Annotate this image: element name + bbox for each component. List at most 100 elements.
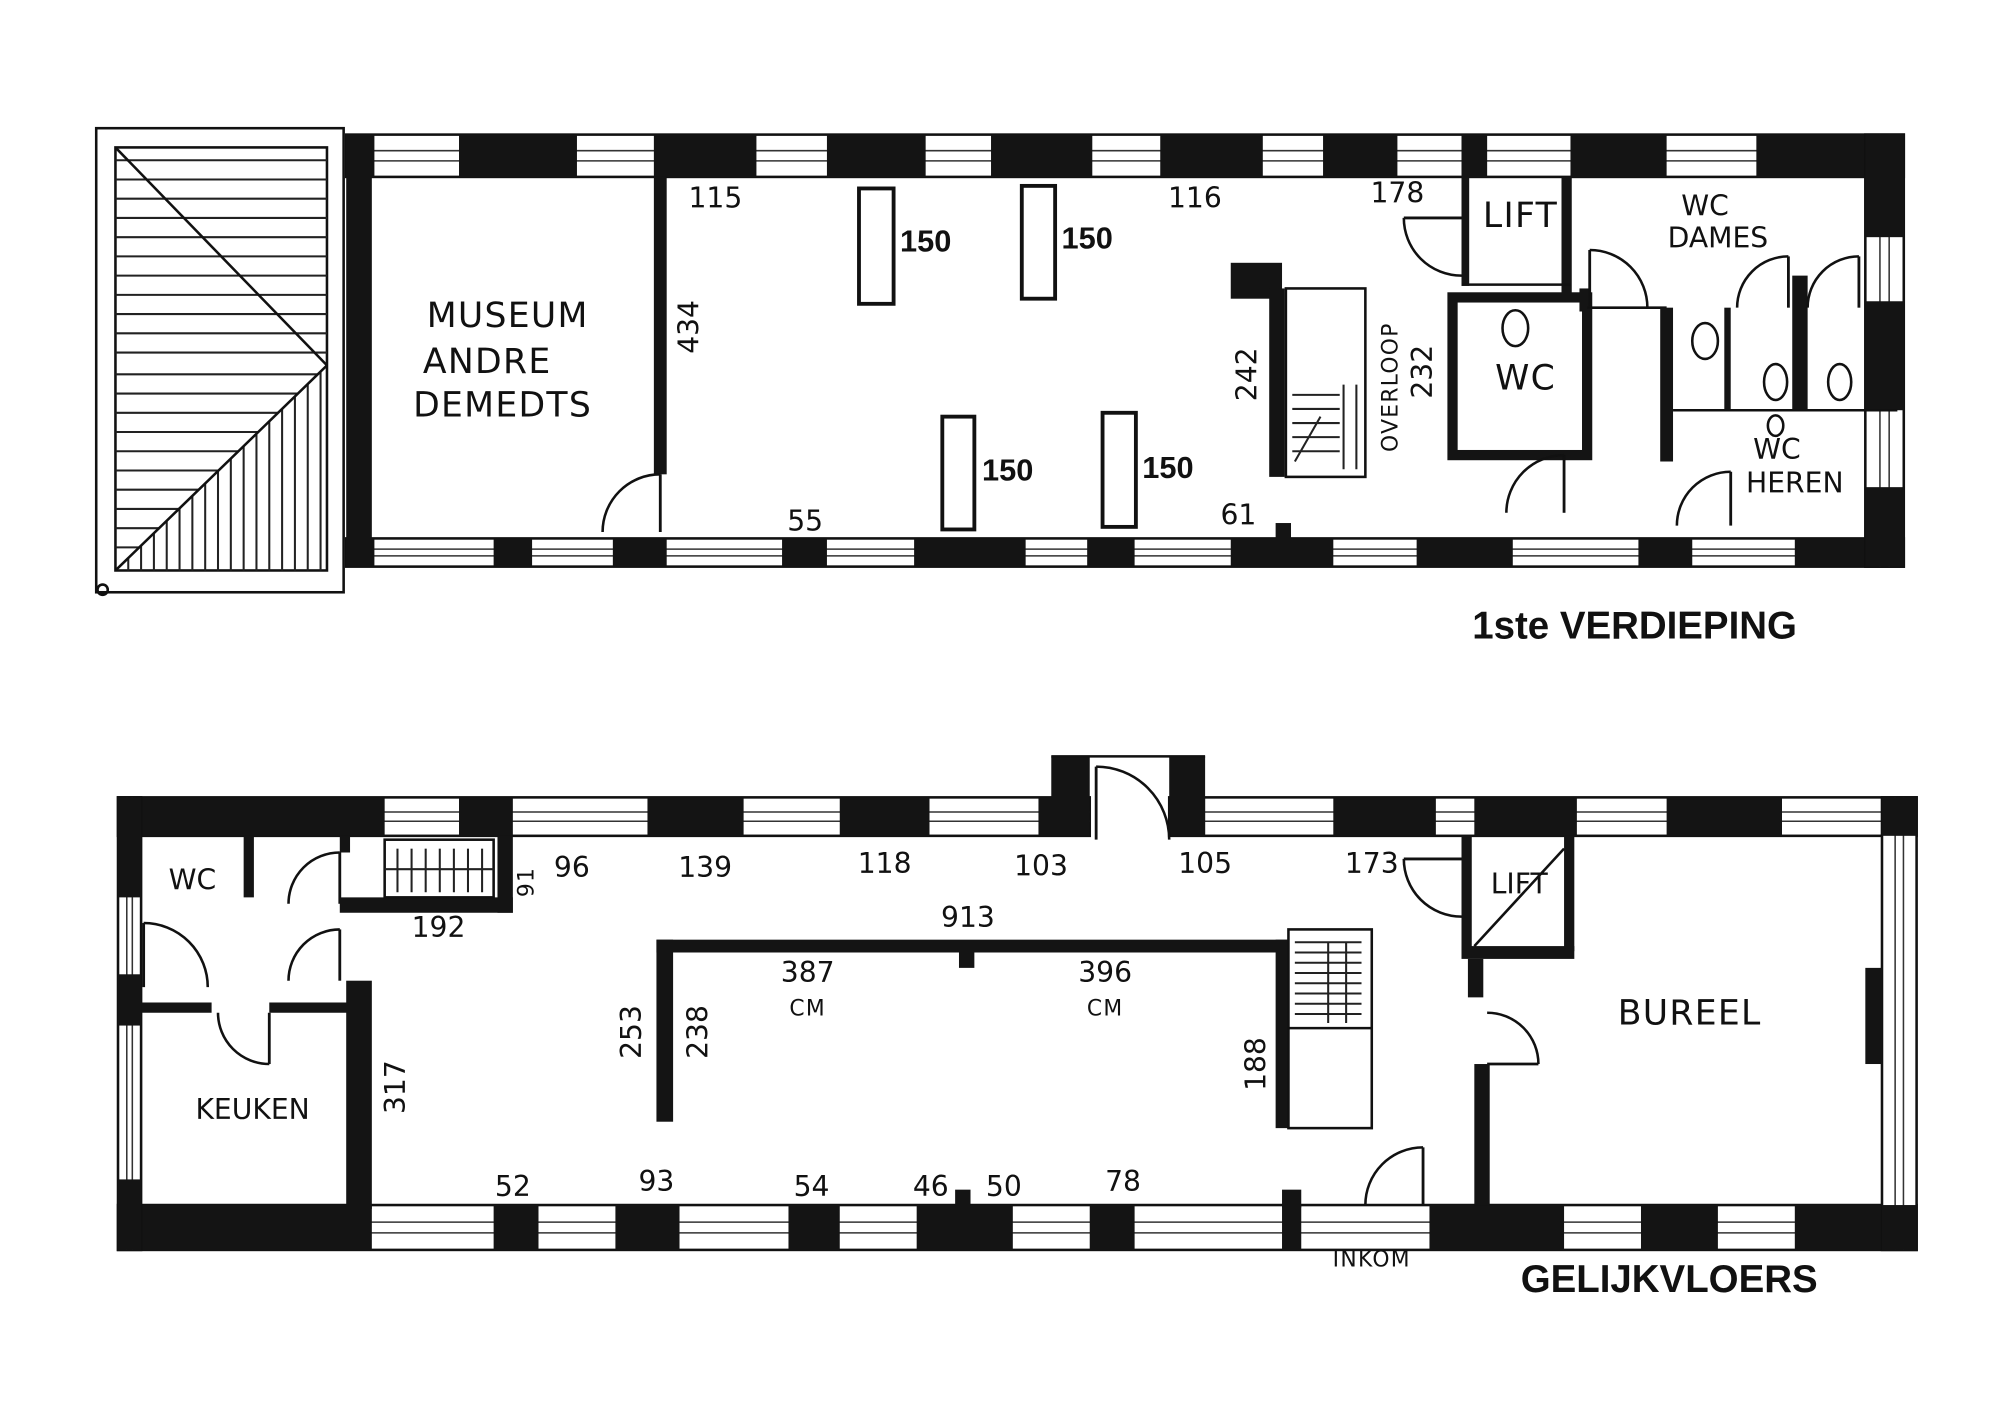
corridor-wall [339, 897, 513, 913]
dimension-label: 50 [986, 1170, 1022, 1203]
wall-pier [647, 797, 744, 836]
wall-pier [1333, 797, 1436, 836]
keuken-door-swing [216, 1012, 270, 1066]
dimension-label: 192 [412, 911, 466, 944]
entrance-label: INKOM [1333, 1248, 1411, 1273]
stall-partition [1792, 275, 1808, 411]
dimension-label: 232 [1406, 345, 1439, 399]
lift-wall [1461, 176, 1470, 286]
room-label-wc-dames: WC [1681, 189, 1729, 222]
wall-pier [1461, 134, 1488, 177]
right-wall-pilaster [1865, 967, 1882, 1065]
bureel-wall [1474, 1064, 1490, 1206]
wall-pier [459, 797, 513, 836]
dimension-label: 178 [1371, 177, 1425, 210]
stall-partition [1724, 307, 1731, 411]
wall-pier [1570, 134, 1667, 177]
wall-pier [1865, 301, 1904, 411]
wall-pier [1230, 538, 1334, 567]
room-label-museum: MUSEUM [427, 296, 589, 336]
dimension-label: 139 [678, 851, 732, 884]
dimension-label: 173 [1345, 847, 1399, 880]
wall-pier [493, 1205, 539, 1250]
wall-pier [916, 1205, 1013, 1250]
panel-length-label: 150 [982, 453, 1033, 488]
wc-heren-door-swing [1675, 470, 1731, 526]
lift-hall-door-swing [1402, 217, 1462, 277]
first-floor-left-wall [346, 134, 372, 567]
unit-label: CM [1087, 996, 1124, 1021]
stair-run-line [114, 364, 328, 572]
dimension-label: 238 [682, 1005, 715, 1059]
dimension-label: 54 [794, 1170, 830, 1203]
central-partition [656, 939, 674, 1122]
wall-pier [1881, 797, 1917, 836]
wall-pier [1089, 1205, 1135, 1250]
dimension-label: 253 [615, 1005, 648, 1059]
wc-enclosure [1447, 292, 1593, 461]
museum-partition-wall [653, 176, 667, 475]
corridor-door-swing [287, 851, 340, 904]
wall-pier [991, 134, 1093, 177]
wall-pier [459, 134, 577, 177]
dimension-label: 115 [688, 182, 742, 215]
corridor-wall [497, 835, 513, 913]
room-label-museum: DEMEDTS [413, 386, 592, 426]
stair-wall [1269, 288, 1285, 477]
display-panel [857, 186, 896, 306]
dimension-label: 434 [673, 300, 706, 354]
panel-length-label: 150 [1142, 450, 1193, 485]
corridor-door-swing [287, 928, 340, 981]
external-staircase-outline [94, 126, 345, 594]
dimension-label: 52 [495, 1170, 531, 1203]
wall-pier [118, 1205, 372, 1250]
stairwell-outline [1284, 287, 1367, 479]
bureel-wall [1467, 958, 1484, 998]
lift-wall [1561, 176, 1572, 306]
first-floor-front-wall [344, 133, 1906, 179]
room-label-lift: LIFT [1491, 868, 1549, 901]
lift-hall-door-swing [1402, 858, 1462, 918]
dimension-label: 188 [1239, 1037, 1272, 1091]
wall-pier [118, 797, 142, 898]
entrance-bay-door-swing [1096, 765, 1171, 840]
dimension-label: 116 [1168, 182, 1222, 215]
external-staircase-inner [114, 146, 329, 572]
wall-pier [1087, 538, 1135, 567]
dimension-label: 105 [1178, 847, 1232, 880]
dimension-label: 55 [787, 505, 823, 538]
wall-notch [1275, 523, 1292, 541]
unit-label: CM [789, 996, 826, 1021]
wall-pier [1282, 1205, 1302, 1250]
dimension-label: 913 [941, 901, 995, 934]
wall-pier [1881, 1205, 1917, 1250]
dimension-label: 78 [1105, 1165, 1141, 1198]
wall-notch [955, 1189, 971, 1208]
stall-door-swing [1806, 255, 1859, 308]
dimension-label: 61 [1221, 498, 1257, 531]
dimension-label: 387 [781, 956, 835, 989]
room-label-wc-heren: WC [1753, 433, 1801, 466]
toilet-icon [1762, 362, 1789, 402]
toilet-block-wall [1579, 288, 1590, 312]
room-label-keuken: KEUKEN [195, 1093, 309, 1126]
dimension-label: 96 [554, 851, 590, 884]
toilet-icon [1501, 308, 1530, 348]
wc-dames-door-swing [1589, 248, 1649, 308]
dimension-label: 396 [1078, 956, 1132, 989]
lift-wall [1461, 946, 1575, 959]
wall-pier [1160, 134, 1263, 177]
display-panel [940, 414, 977, 532]
ground-floor-plan: WC KEUKEN 317 192 91 96 139 118 103 105 … [169, 847, 1818, 1301]
wall-pier [1666, 797, 1782, 836]
partition-notch [958, 952, 975, 968]
room-label-wc-heren: HEREN [1746, 466, 1844, 499]
central-partition [1275, 939, 1289, 1129]
wc-door-swing [1505, 453, 1565, 513]
stair-arrow [1293, 416, 1322, 463]
first-floor-plan: 150 150 150 150 MUSEUM ANDRE DEMEDTS 115… [413, 177, 1843, 648]
display-panel [1019, 183, 1058, 301]
lift-diagonal [1473, 847, 1566, 947]
wall-pier [493, 538, 533, 567]
wall-pier [839, 797, 930, 836]
